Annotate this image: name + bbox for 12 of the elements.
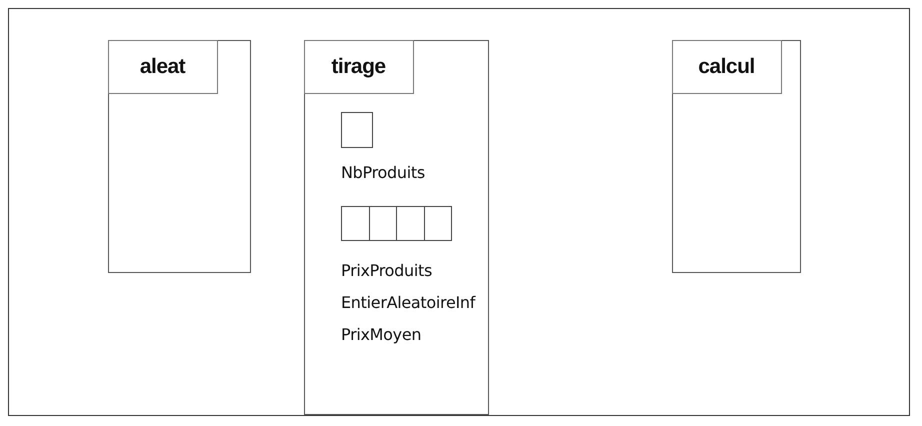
module-box <box>304 40 489 415</box>
variable-name: EntierAleatoireInf <box>341 293 476 312</box>
module-title: tirage <box>304 40 414 94</box>
variable-name: PrixMoyen <box>341 325 422 344</box>
variable-box <box>341 112 373 148</box>
module-box <box>108 40 251 273</box>
variable-name: NbProduits <box>341 163 425 182</box>
module-title: calcul <box>672 40 782 94</box>
array-box <box>341 206 452 241</box>
module-box <box>672 40 801 273</box>
variable-name: PrixProduits <box>341 261 432 280</box>
module-title: aleat <box>108 40 218 94</box>
